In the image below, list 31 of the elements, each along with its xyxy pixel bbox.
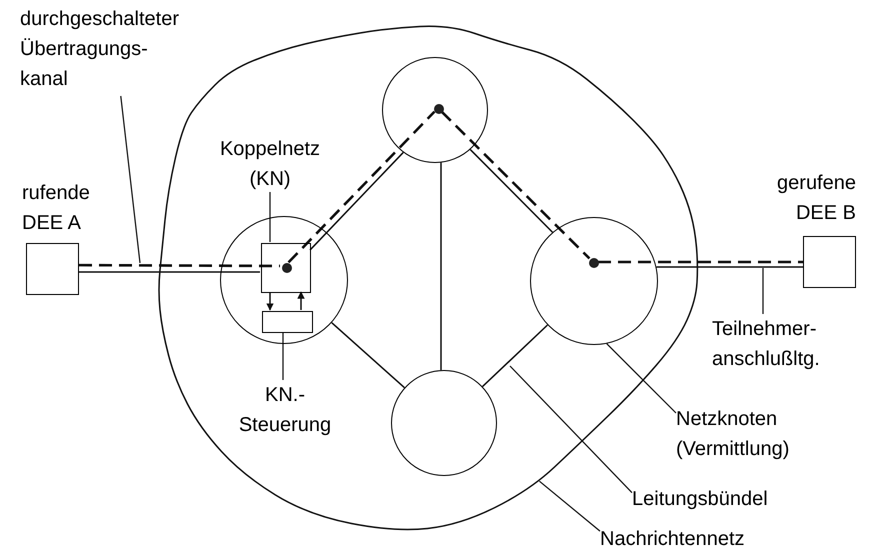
terminal-label: rufende DEE A — [22, 181, 91, 236]
control-arrow — [266, 292, 274, 311]
terminal-label: gerufene DEE B — [776, 171, 856, 226]
trunk-line — [470, 149, 554, 233]
leader-line — [120, 96, 141, 264]
channel-line — [79, 264, 280, 268]
trunk-line — [331, 322, 405, 388]
leader-line — [539, 480, 600, 532]
trunk-line — [656, 266, 803, 268]
control-arrow — [297, 291, 305, 310]
callout-text: Koppelnetz (KN) — [205, 134, 335, 192]
trunk-line — [482, 324, 548, 388]
callout-text: Leitungsbündel — [632, 484, 822, 514]
leader-line — [510, 366, 632, 494]
control-box — [262, 311, 313, 333]
callout-text: durchgeschalteter Übertragungs- kanal — [20, 4, 220, 96]
channel-line — [288, 110, 436, 264]
leader-line — [606, 343, 676, 414]
trunk-line — [309, 152, 404, 251]
channel-line — [440, 110, 590, 260]
callout-text: Nachrichtennetz — [600, 524, 800, 554]
switching-box — [261, 243, 311, 293]
leader-line — [282, 332, 284, 380]
trunk-line — [79, 271, 260, 273]
leader-line — [269, 192, 271, 242]
trunk-line — [440, 162, 442, 370]
callout-text: Netzknoten (Vermittlung) — [676, 404, 806, 464]
callout-text: KN.- Steuerung — [220, 380, 350, 438]
leader-line — [762, 268, 764, 314]
channel-line — [598, 260, 803, 264]
callout-text: Teilnehmer- anschlußltg. — [712, 314, 874, 374]
